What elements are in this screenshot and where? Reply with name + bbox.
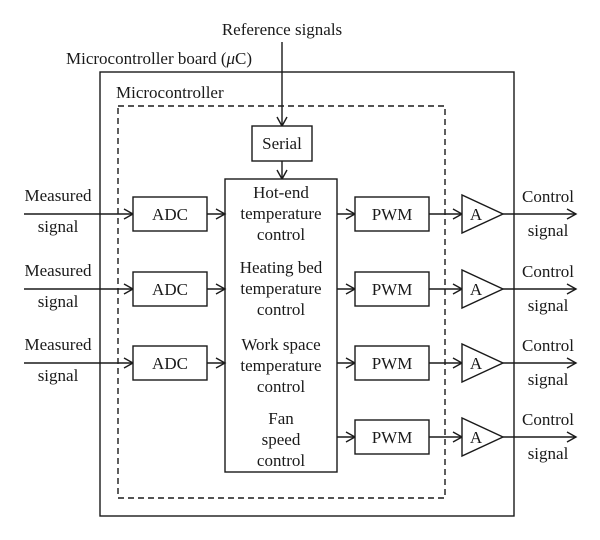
control-function-2: Heating bed temperature control — [240, 258, 323, 319]
control-signal-label-line1: Control — [522, 410, 574, 429]
inputs-layer: MeasuredsignalADCMeasuredsignalADCMeasur… — [24, 186, 227, 385]
control-function-4: Fan speed control — [257, 409, 305, 470]
amplifier-triangle — [461, 416, 505, 458]
input-channel-1: Measured signal ADC — [24, 186, 227, 236]
control-function-label: control — [257, 300, 305, 319]
measured-signal-label-line2: signal — [38, 366, 79, 385]
pwm-label: PWM — [372, 205, 413, 224]
serial-label: Serial — [262, 134, 302, 153]
amplifier-label: A — [470, 280, 483, 299]
pwm-label: PWM — [372, 354, 413, 373]
controller-block — [224, 178, 338, 473]
adc-block — [132, 345, 208, 381]
control-signal-arrowhead — [566, 431, 578, 443]
control-function-label: Hot-end — [253, 183, 309, 202]
output-channel-4: PWM A Control signal — [337, 410, 578, 463]
amplifier-triangle — [461, 342, 505, 384]
measured-signal-label-line1: Measured — [24, 186, 92, 205]
control-signal-arrowhead — [566, 357, 578, 369]
output-channel-1: PWM A Control signal — [337, 187, 578, 240]
control-function-label: control — [257, 451, 305, 470]
adc-block — [132, 271, 208, 307]
amplifier-label: A — [470, 428, 483, 447]
adc-label: ADC — [152, 205, 188, 224]
control-signal-label-line1: Control — [522, 187, 574, 206]
adc-to-controller-arrowhead — [215, 283, 227, 295]
output-channel-3: PWM A Control signal — [337, 336, 578, 389]
adc-to-controller-arrowhead — [215, 208, 227, 220]
control-function-label: control — [257, 377, 305, 396]
control-function-3: Work space temperature control — [240, 335, 321, 396]
amplifier-label: A — [470, 354, 483, 373]
adc-block — [132, 196, 208, 232]
control-function-label: Work space — [241, 335, 320, 354]
control-function-label: speed — [262, 430, 301, 449]
control-function-1: Hot-end temperature control — [240, 183, 321, 244]
control-function-label: Fan — [268, 409, 294, 428]
pwm-block — [354, 196, 430, 232]
measured-signal-label-line1: Measured — [24, 261, 92, 280]
amplifier-label: A — [470, 205, 483, 224]
control-signal-label-line2: signal — [528, 444, 569, 463]
pwm-label: PWM — [372, 280, 413, 299]
control-signal-arrowhead — [566, 283, 578, 295]
control-signal-label-line2: signal — [528, 370, 569, 389]
serial-block — [251, 125, 313, 162]
control-function-label: temperature — [240, 204, 321, 223]
amplifier-triangle — [461, 268, 505, 310]
measured-signal-label-line2: signal — [38, 217, 79, 236]
microcontroller-label: Microcontroller — [116, 83, 224, 102]
pwm-label: PWM — [372, 428, 413, 447]
adc-label: ADC — [152, 280, 188, 299]
board-label: Microcontroller board (μC) — [66, 49, 252, 68]
control-signal-label-line2: signal — [528, 296, 569, 315]
output-channel-2: PWM A Control signal — [337, 262, 578, 315]
pwm-block — [354, 345, 430, 381]
control-signal-label-line1: Control — [522, 262, 574, 281]
control-function-label: temperature — [240, 356, 321, 375]
control-function-label: temperature — [240, 279, 321, 298]
measured-signal-label-line1: Measured — [24, 335, 92, 354]
input-channel-3: Measured signal ADC — [24, 335, 227, 385]
amplifier-triangle — [461, 193, 505, 235]
adc-label: ADC — [152, 354, 188, 373]
control-signal-label-line1: Control — [522, 336, 574, 355]
measured-signal-label-line2: signal — [38, 292, 79, 311]
reference-signals-label: Reference signals — [222, 20, 342, 39]
control-signal-label-line2: signal — [528, 221, 569, 240]
adc-to-controller-arrowhead — [215, 357, 227, 369]
control-function-label: control — [257, 225, 305, 244]
control-function-label: Heating bed — [240, 258, 323, 277]
control-signal-arrowhead — [566, 208, 578, 220]
input-channel-2: Measured signal ADC — [24, 261, 227, 311]
